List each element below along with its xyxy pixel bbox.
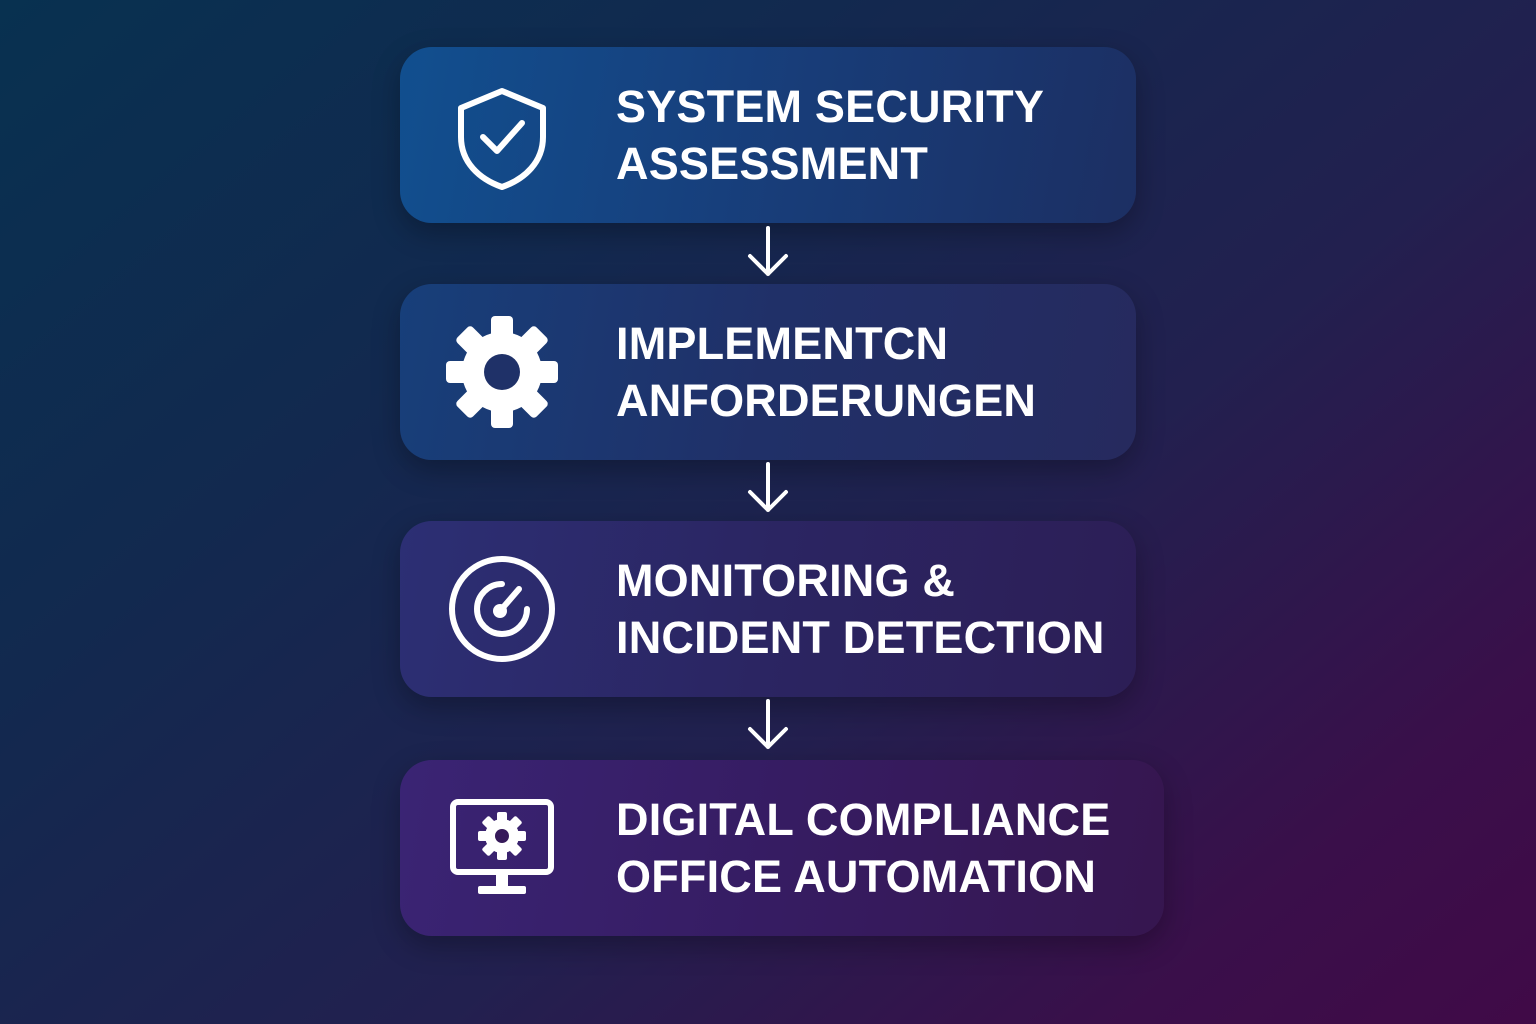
step-digital-compliance-office-automation: DIGITAL COMPLIANCE OFFICE AUTOMATION <box>400 760 1164 936</box>
step-label: SYSTEM SECURITY ASSESSMENT <box>616 47 1044 223</box>
step-label-line-1: DIGITAL COMPLIANCE <box>616 794 1111 845</box>
arrow-down-icon <box>744 224 792 280</box>
arrow-down-icon <box>744 460 792 516</box>
step-label-line-1: SYSTEM SECURITY <box>616 81 1045 132</box>
step-system-security-assessment: SYSTEM SECURITY ASSESSMENT <box>400 47 1136 223</box>
step-label-line-2: INCIDENT DETECTION <box>616 612 1105 663</box>
arrow-down-icon <box>744 697 792 753</box>
step-label-line-2: OFFICE AUTOMATION <box>616 851 1097 902</box>
step-label: IMPLEMENTCN ANFORDERUNGEN <box>616 284 1036 460</box>
step-label-line-1: IMPLEMENTCN <box>616 318 949 369</box>
step-monitoring-incident-detection: MONITORING & INCIDENT DETECTION <box>400 521 1136 697</box>
step-label-line-2: ASSESSMENT <box>616 138 929 189</box>
monitor-gear-icon <box>444 790 560 906</box>
gear-icon <box>444 314 560 430</box>
step-label: DIGITAL COMPLIANCE OFFICE AUTOMATION <box>616 760 1110 936</box>
shield-check-icon <box>444 77 560 193</box>
radar-gauge-icon <box>444 551 560 667</box>
step-label-line-2: ANFORDERUNGEN <box>616 375 1037 426</box>
step-label: MONITORING & INCIDENT DETECTION <box>616 521 1105 697</box>
step-implementation-requirements: IMPLEMENTCN ANFORDERUNGEN <box>400 284 1136 460</box>
step-label-line-1: MONITORING & <box>616 555 956 606</box>
